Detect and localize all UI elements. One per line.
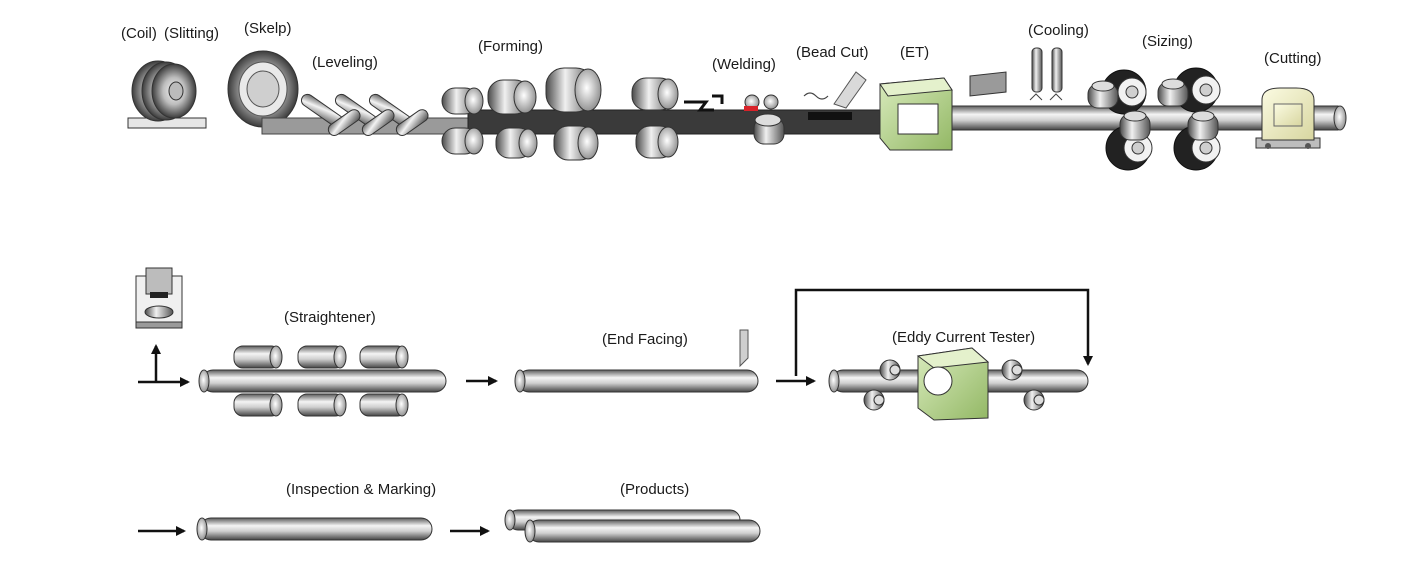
label-end-facing: (End Facing) xyxy=(602,331,688,348)
label-welding: (Welding) xyxy=(712,56,776,73)
marking-press-icon xyxy=(135,267,183,329)
label-cooling: (Cooling) xyxy=(1028,22,1089,39)
straightener-entry-arrow xyxy=(138,344,190,387)
leveling-rolls-icon xyxy=(300,93,429,136)
label-eddy-current-tester: (Eddy Current Tester) xyxy=(892,329,1035,346)
label-et: (ET) xyxy=(900,44,929,61)
label-slitting: (Slitting) xyxy=(164,25,219,42)
sizing-rolls-icon xyxy=(1087,67,1221,171)
label-skelp: (Skelp) xyxy=(244,20,292,37)
forming-rolls-icon xyxy=(441,67,679,161)
products-pipes-icon xyxy=(504,509,761,543)
cooling-station-icon xyxy=(969,47,1063,101)
inspection-pipe-icon xyxy=(196,517,433,541)
label-straightener: (Straightener) xyxy=(284,309,376,326)
label-forming: (Forming) xyxy=(478,38,543,55)
welding-station-icon xyxy=(684,94,785,145)
end-facing-icon xyxy=(514,329,759,393)
label-coil: (Coil) xyxy=(121,25,157,42)
bead-cut-tool-icon xyxy=(803,71,867,120)
label-sizing: (Sizing) xyxy=(1142,33,1193,50)
cutting-saw-icon xyxy=(1255,87,1321,149)
label-bead-cut: (Bead Cut) xyxy=(796,44,869,61)
eddy-current-tester-icon xyxy=(828,347,1089,421)
feedback-loop-arrow xyxy=(794,288,1093,376)
label-leveling: (Leveling) xyxy=(312,54,378,71)
straightener-icon xyxy=(198,345,447,417)
et-tester-icon xyxy=(879,77,953,151)
label-inspection-marking: (Inspection & Marking) xyxy=(286,481,436,498)
skelp-roll-icon xyxy=(227,50,299,128)
label-products: (Products) xyxy=(620,481,689,498)
coil-icon xyxy=(127,60,207,129)
label-cutting: (Cutting) xyxy=(1264,50,1322,67)
